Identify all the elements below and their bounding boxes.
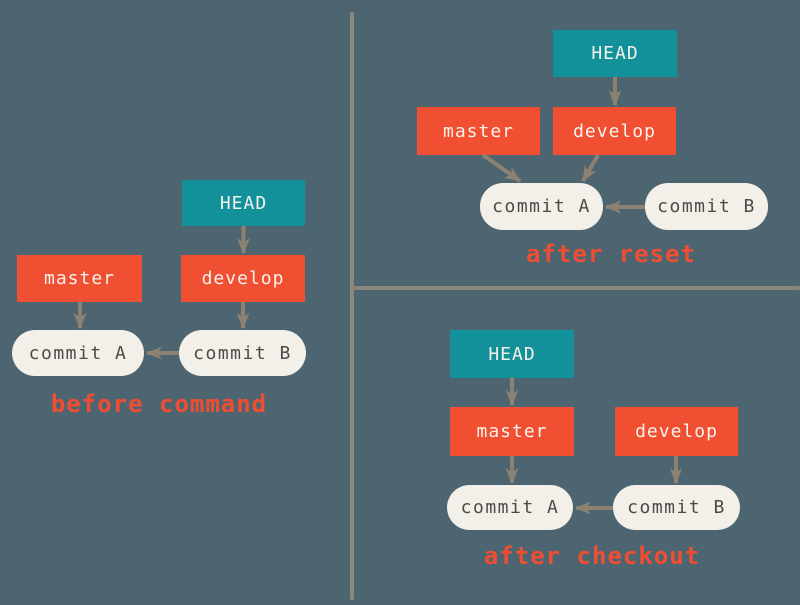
reset-commit-b-node: commit B bbox=[645, 183, 768, 230]
reset-develop-box: develop bbox=[553, 107, 676, 155]
before-commit-b-node: commit B bbox=[179, 330, 306, 376]
reset-caption: after reset bbox=[526, 240, 696, 268]
checkout-commit-b-node: commit B bbox=[613, 485, 740, 530]
checkout-head-box: HEAD bbox=[450, 330, 574, 378]
checkout-commit-a-label: commit A bbox=[460, 497, 560, 518]
reset-commit-b-label: commit B bbox=[657, 196, 756, 217]
before-commit-a-label: commit A bbox=[28, 342, 128, 364]
divider-horizontal bbox=[352, 286, 800, 290]
before-master-label: master bbox=[43, 268, 116, 289]
before-master-box: master bbox=[17, 255, 142, 302]
divider-vertical bbox=[350, 12, 354, 600]
reset-develop-label: develop bbox=[573, 120, 656, 142]
before-develop-label: develop bbox=[201, 268, 285, 289]
reset-head-box: HEAD bbox=[553, 30, 677, 77]
reset-commit-a-node: commit A bbox=[480, 183, 603, 230]
checkout-head-label: HEAD bbox=[488, 343, 536, 365]
checkout-commit-a-node: commit A bbox=[447, 485, 573, 530]
checkout-master-box: master bbox=[450, 407, 574, 456]
reset-arrow-develop-to-commit-a bbox=[581, 154, 600, 182]
checkout-develop-box: develop bbox=[615, 407, 738, 456]
checkout-commit-b-label: commit B bbox=[627, 497, 726, 518]
reset-commit-a-label: commit A bbox=[492, 196, 591, 217]
reset-arrow-master-to-commit-a bbox=[481, 153, 522, 183]
checkout-caption: after checkout bbox=[483, 542, 701, 570]
reset-master-label: master bbox=[442, 120, 515, 142]
before-head-label: HEAD bbox=[219, 192, 268, 214]
before-develop-box: develop bbox=[181, 255, 305, 302]
before-commit-a-node: commit A bbox=[12, 330, 144, 376]
reset-master-box: master bbox=[417, 107, 540, 155]
checkout-master-label: master bbox=[476, 421, 548, 442]
before-head-box: HEAD bbox=[182, 180, 305, 226]
reset-head-label: HEAD bbox=[591, 43, 639, 64]
before-caption: before command bbox=[50, 390, 268, 418]
before-commit-b-label: commit B bbox=[193, 342, 292, 364]
checkout-develop-label: develop bbox=[635, 421, 718, 442]
